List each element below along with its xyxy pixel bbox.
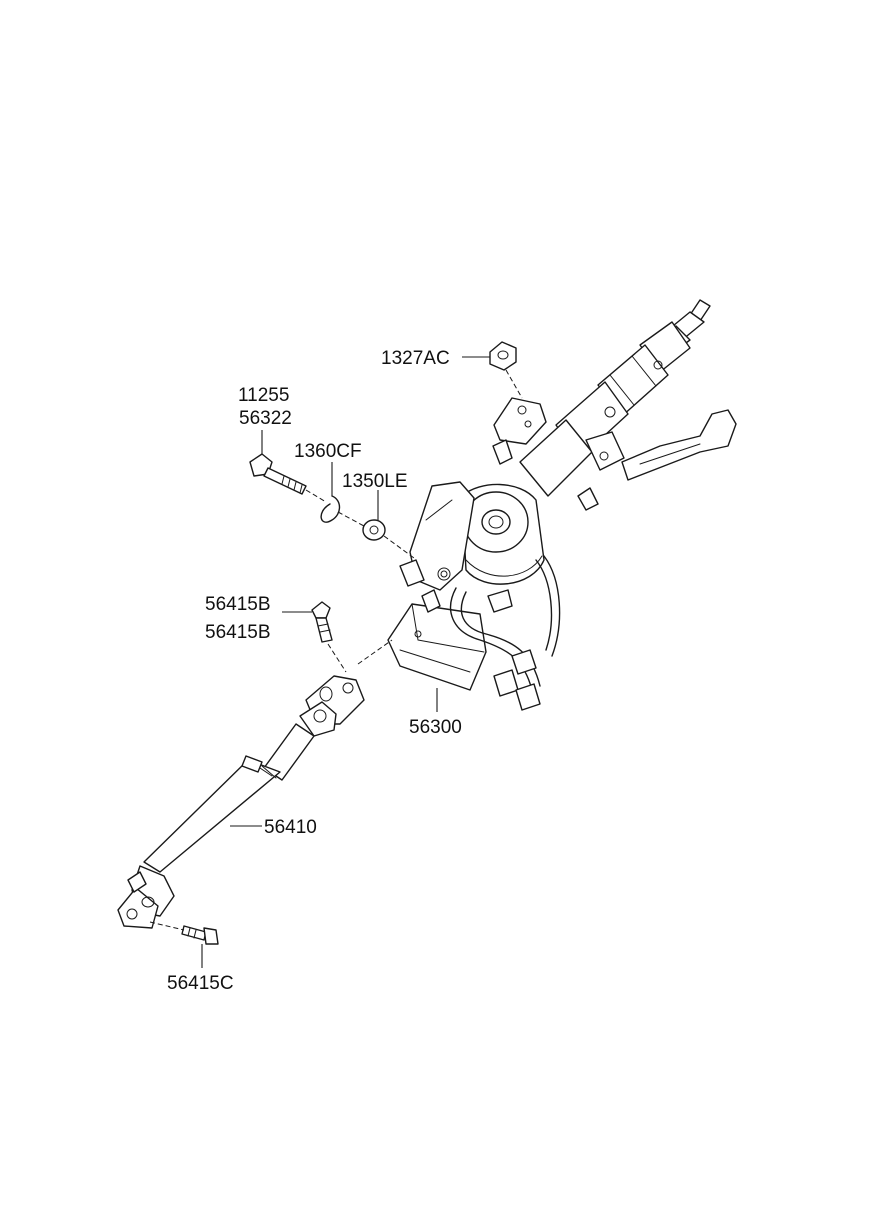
label-56415b-2: 56415B: [205, 622, 271, 643]
intermediate-shaft: [143, 723, 315, 873]
upper-mounting-bracket: [492, 397, 625, 511]
lower-universal-joint: [117, 865, 175, 929]
label-56415b-1: 56415B: [205, 594, 271, 615]
bolt-56415c: [181, 925, 219, 945]
bolt-56415b: [311, 601, 333, 643]
clip-1360cf: [320, 495, 341, 523]
label-1327ac: 1327AC: [381, 348, 450, 369]
washer-1350le: [362, 519, 386, 541]
steering-column-assembly: [117, 299, 737, 929]
wiring-harness: [449, 555, 561, 711]
callout-leader-lines: [201, 356, 490, 968]
callout-labels: 1327AC 11255 56322 1360CF 1350LE 56415B …: [167, 348, 462, 994]
upper-jacket-tube: [519, 321, 691, 497]
control-unit-box: [387, 589, 487, 691]
label-11255: 11255: [238, 385, 289, 406]
label-1350le: 1350LE: [342, 471, 408, 492]
nut-1327ac: [489, 341, 517, 371]
label-56300: 56300: [409, 717, 462, 738]
bolt-11255-56322: [249, 453, 307, 495]
eps-motor-housing: [461, 483, 545, 585]
label-56415c: 56415C: [167, 973, 234, 994]
assembly-dashed-lines: [149, 369, 523, 931]
label-1360cf: 1360CF: [294, 441, 362, 462]
upper-universal-joint: [299, 675, 365, 737]
tilt-lever: [621, 409, 737, 481]
label-56322: 56322: [239, 408, 292, 429]
gear-housing: [399, 481, 475, 591]
label-56410: 56410: [264, 817, 317, 838]
